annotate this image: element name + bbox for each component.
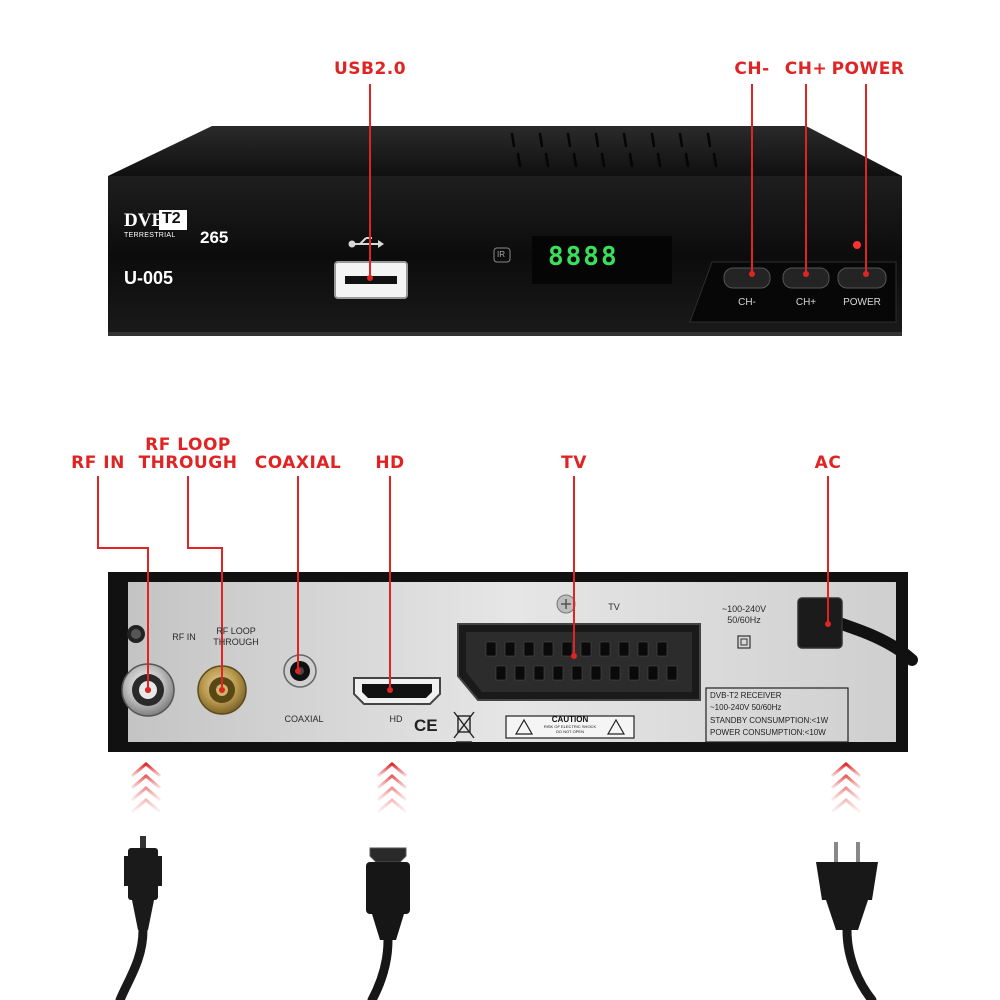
usb-symbol-icon	[348, 237, 384, 248]
rear-label-tv: TV	[608, 602, 620, 612]
ir-sensor	[493, 247, 511, 263]
caution-title: CAUTION	[551, 715, 589, 724]
scart-pin	[599, 641, 611, 657]
scart-pin	[485, 641, 497, 657]
callout-rf-loop-line2: THROUGH	[138, 453, 238, 473]
rear-label-voltage-line1: ~100-240V	[721, 604, 767, 614]
ch-minus-button[interactable]	[723, 267, 771, 289]
receiver-line-1: DVB-T2 RECEIVER	[710, 691, 782, 700]
scart-pin	[618, 641, 630, 657]
scart-pin	[514, 665, 526, 681]
scart-pin	[523, 641, 535, 657]
scart-pin	[504, 641, 516, 657]
rear-label-voltage-line2: 50/60Hz	[727, 615, 761, 625]
callout-usb: USB2.0	[333, 59, 407, 79]
front-bottom-edge	[108, 332, 902, 336]
weee-bin-icon	[453, 711, 475, 743]
class-ii-symbol	[737, 635, 751, 649]
scart-pin	[609, 665, 621, 681]
front-callout-lines	[369, 84, 867, 276]
receiver-line-2: ~100-240V 50/60Hz	[710, 703, 782, 712]
antenna-plug	[115, 836, 162, 1000]
scart-pin	[666, 665, 678, 681]
warning-triangle-right-icon	[606, 718, 626, 735]
power-button[interactable]	[837, 267, 887, 289]
ir-label: IR	[497, 250, 505, 259]
scart-pin	[637, 641, 649, 657]
ac-plug-body	[797, 597, 843, 649]
up-arrows-ac	[831, 762, 861, 814]
rear-label-coaxial: COAXIAL	[284, 714, 324, 724]
receiver-line-3: STANDBY CONSUMPTION:<1W	[710, 716, 829, 725]
front-device	[108, 126, 902, 336]
callout-hd: HD	[375, 453, 405, 473]
callout-coaxial: COAXIAL	[254, 453, 342, 473]
top-vent-slots	[510, 132, 718, 168]
lcd-panel	[532, 236, 672, 284]
lcd-display: 8888	[548, 242, 619, 272]
front-top-lid	[108, 126, 902, 176]
power-led	[853, 241, 861, 249]
codec-text: 265	[200, 228, 229, 247]
callout-power: POWER	[831, 59, 905, 79]
scart-port[interactable]	[457, 623, 701, 701]
callout-rf-loop-line1: RF LOOP	[145, 435, 231, 455]
scart-pin	[542, 641, 554, 657]
hdmi-port[interactable]	[353, 677, 441, 705]
rear-label-hd: HD	[389, 714, 403, 724]
caution-sub2: DO NOT OPEN	[556, 729, 584, 734]
rear-device	[108, 572, 918, 752]
scart-pin	[533, 665, 545, 681]
callout-ch-plus: CH+	[784, 59, 828, 79]
terrestrial-text: TERRESTRIAL	[124, 232, 176, 239]
hdmi-plug	[366, 847, 410, 1000]
scart-pin	[647, 665, 659, 681]
warning-triangle-left-icon	[514, 718, 534, 735]
eu-power-plug	[816, 842, 878, 1000]
receiver-line-4: POWER CONSUMPTION:<10W	[710, 728, 826, 737]
up-arrows-rf	[131, 762, 161, 814]
receiver-info-box	[705, 687, 849, 743]
up-arrows-hd	[377, 762, 407, 814]
scart-pin	[561, 641, 573, 657]
btn-label-ch-minus: CH-	[738, 297, 756, 308]
scart-pin	[552, 665, 564, 681]
model-text: U-005	[124, 268, 174, 288]
dvb-t2-badge-text: T2	[162, 210, 181, 227]
callout-ac: AC	[814, 453, 842, 473]
callout-tv: TV	[561, 453, 587, 473]
callout-ch-minus: CH-	[734, 59, 770, 79]
caution-sub1: RISK OF ELECTRIC SHOCK	[543, 724, 597, 729]
rear-label-rf-loop-line2: THROUGH	[213, 637, 259, 647]
rear-label-rf-in: RF IN	[172, 632, 196, 642]
caution-label	[505, 715, 635, 739]
scart-pin	[590, 665, 602, 681]
rear-callout-lines	[97, 476, 829, 690]
front-callout-dots	[367, 271, 869, 281]
rear-label-rf-loop-line1: RF LOOP	[216, 626, 256, 636]
scart-pin	[580, 641, 592, 657]
scart-pins	[485, 641, 678, 681]
scart-pin	[495, 665, 507, 681]
scart-pin	[571, 665, 583, 681]
dvb-t2-badge	[159, 210, 187, 230]
btn-label-power: POWER	[843, 297, 881, 308]
dvb-logo: DVB	[124, 210, 165, 231]
scart-pin	[628, 665, 640, 681]
rear-callout-dots	[145, 621, 831, 693]
scart-pin	[656, 641, 668, 657]
btn-label-ch-plus: CH+	[795, 297, 817, 308]
ce-mark: CE	[414, 716, 438, 735]
callout-rf-in: RF IN	[71, 453, 125, 473]
